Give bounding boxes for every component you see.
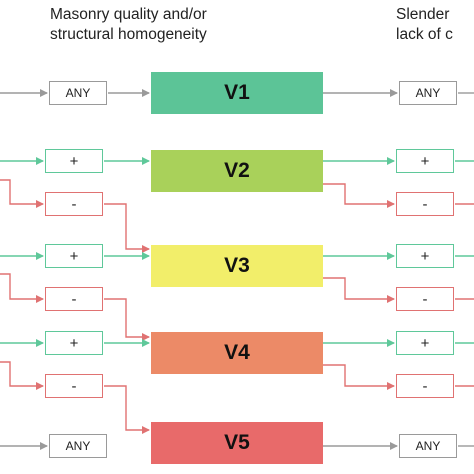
header-right-line2: lack of c [396, 26, 453, 43]
right-minus-box-v3: - [396, 287, 454, 311]
class-label-v3: V3 [224, 254, 250, 277]
class-box-v3: V3 [151, 245, 323, 287]
class-box-v5: V5 [151, 422, 323, 464]
wire-in-minus-v4 [0, 361, 44, 390]
header-left: Masonry quality and/or structural homoge… [50, 5, 207, 45]
right-minus-box-v4: - [396, 374, 454, 398]
class-box-v1: V1 [151, 72, 323, 114]
class-box-v2: V2 [151, 150, 323, 192]
left-minus-box-v3: - [45, 287, 103, 311]
wire-v4-to-right-minus [323, 364, 395, 390]
header-right-line1: Slender [396, 6, 450, 23]
right-plus-box-v4: + [396, 331, 454, 355]
class-label-v5: V5 [224, 431, 250, 454]
class-label-v2: V2 [224, 159, 250, 182]
right-plus-box-v2: + [396, 149, 454, 173]
right-minus-box-v2: - [396, 192, 454, 216]
left-plus-box-v2: + [45, 149, 103, 173]
class-label-v4: V4 [224, 341, 250, 364]
right-any-box-v1: ANY [399, 81, 457, 105]
left-plus-box-v3: + [45, 244, 103, 268]
left-any-box-v5: ANY [49, 434, 107, 458]
wire-minus-v2-to-v3 [104, 203, 150, 253]
class-label-v1: V1 [224, 81, 250, 104]
wire-in-minus-v2 [0, 179, 44, 208]
left-minus-box-v4: - [45, 374, 103, 398]
left-minus-box-v2: - [45, 192, 103, 216]
header-left-line1: Masonry quality and/or [50, 6, 207, 23]
left-any-box-v1: ANY [49, 81, 107, 105]
left-plus-box-v4: + [45, 331, 103, 355]
class-box-v4: V4 [151, 332, 323, 374]
right-plus-box-v3: + [396, 244, 454, 268]
wire-minus-v4-to-v5 [104, 385, 150, 434]
right-any-box-v5: ANY [399, 434, 457, 458]
wire-v2-to-right-minus [323, 183, 395, 208]
header-left-line2: structural homogeneity [50, 26, 207, 43]
wire-v3-to-right-minus [323, 277, 395, 303]
wire-minus-v3-to-v4 [104, 298, 150, 341]
header-right: Slender lack of c [396, 5, 453, 45]
wire-in-minus-v3 [0, 273, 44, 303]
